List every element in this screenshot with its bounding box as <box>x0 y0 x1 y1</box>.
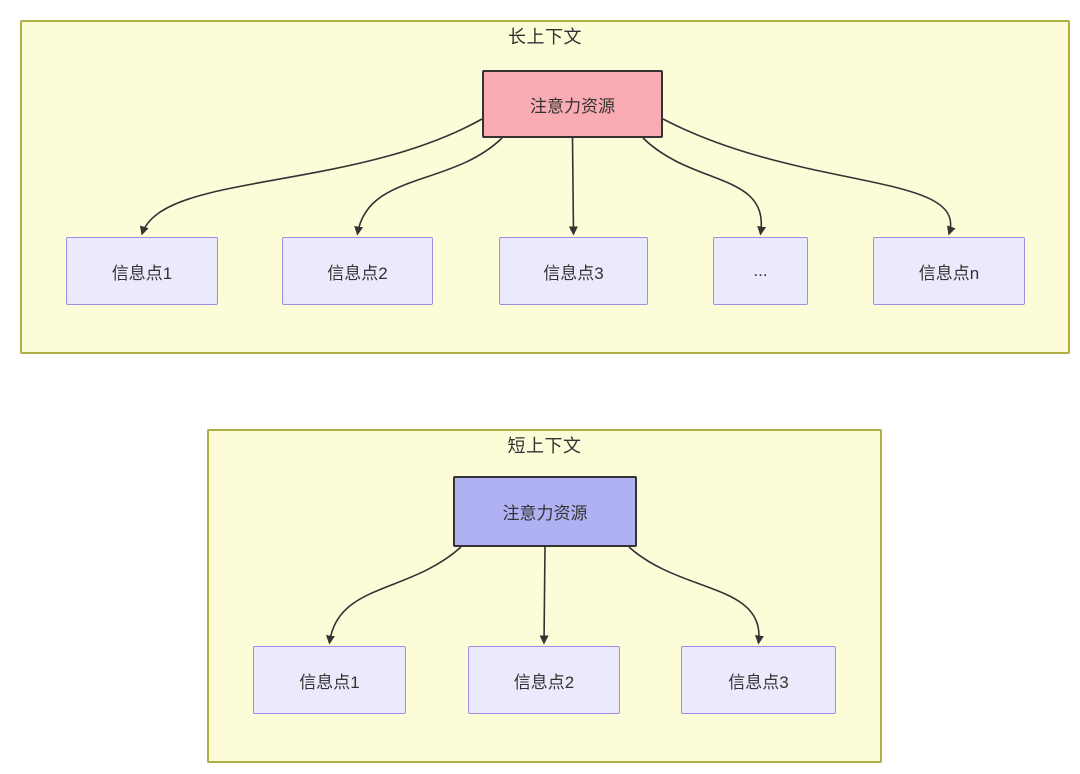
arrow-short-to-info1 <box>325 546 462 645</box>
long-attention-node: 注意力资源 <box>482 70 663 138</box>
arrow-long-to-info1 <box>140 118 483 236</box>
long-context-title: 长上下文 <box>508 27 582 47</box>
short-info-node-1: 信息点1 <box>253 646 406 714</box>
short-context-title: 短上下文 <box>507 436 582 456</box>
short-info-node-2: 信息点2 <box>468 646 620 714</box>
long-info-node-n: 信息点n <box>873 237 1025 305</box>
arrow-short-to-info3 <box>628 546 764 645</box>
short-context-container: 短上下文 注意力资源 信息点1 信息点2 信息点3 <box>207 429 882 763</box>
arrow-long-to-info5 <box>662 118 956 236</box>
long-info-node-1: 信息点1 <box>66 237 218 305</box>
arrow-long-to-info2 <box>354 137 503 236</box>
long-info-node-3: 信息点3 <box>499 237 648 305</box>
arrow-long-to-info4 <box>642 137 767 236</box>
long-info-node-ellipsis: ... <box>713 237 808 305</box>
arrow-long-to-info3 <box>568 137 578 236</box>
long-context-container: 长上下文 注意力资源 信息点1 信息点2 信息点3 ... 信息点n <box>20 20 1070 354</box>
short-info-node-3: 信息点3 <box>681 646 836 714</box>
arrow-short-to-info2 <box>539 546 549 645</box>
short-attention-node: 注意力资源 <box>453 476 637 547</box>
long-info-node-2: 信息点2 <box>282 237 433 305</box>
